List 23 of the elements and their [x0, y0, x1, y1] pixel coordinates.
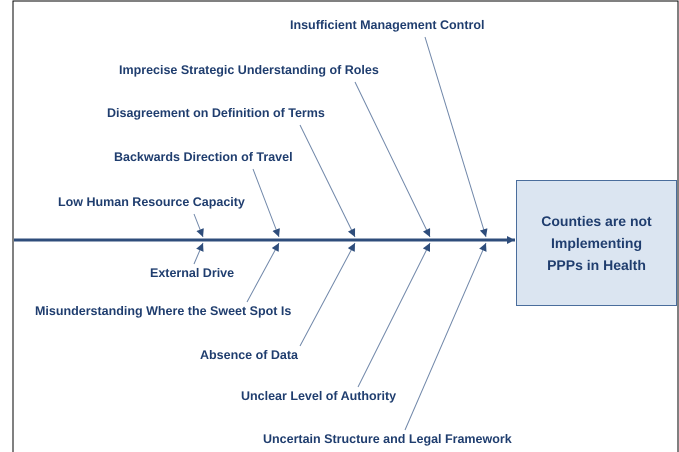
cause-label: External Drive [150, 266, 234, 281]
bone-arrow [252, 168, 280, 238]
effect-box [516, 180, 677, 306]
bone-arrow [194, 214, 204, 238]
cause-label: Disagreement on Definition of Terms [107, 106, 325, 121]
bone-arrow [300, 124, 356, 238]
effect-text: Counties are not Implementing PPPs in Health [540, 212, 653, 275]
bone-arrow [246, 242, 280, 302]
cause-label: Insufficient Management Control [290, 18, 484, 33]
cause-label: Absence of Data [200, 348, 298, 363]
cause-label: Imprecise Strategic Understanding of Roles [119, 63, 379, 78]
cause-label: Uncertain Structure and Legal Framework [263, 432, 512, 447]
bone-arrow [424, 36, 488, 238]
cause-label: Backwards Direction of Travel [114, 150, 293, 165]
bone-arrow [194, 242, 204, 264]
cause-label: Misunderstanding Where the Sweet Spot Is [35, 304, 292, 319]
spine-arrow [14, 236, 515, 244]
bone-arrow [354, 82, 430, 238]
bone-arrow [300, 242, 356, 346]
cause-label: Low Human Resource Capacity [58, 195, 245, 210]
bone-arrow [358, 242, 430, 388]
cause-label: Unclear Level of Authority [241, 389, 396, 404]
bone-arrow [404, 242, 486, 430]
